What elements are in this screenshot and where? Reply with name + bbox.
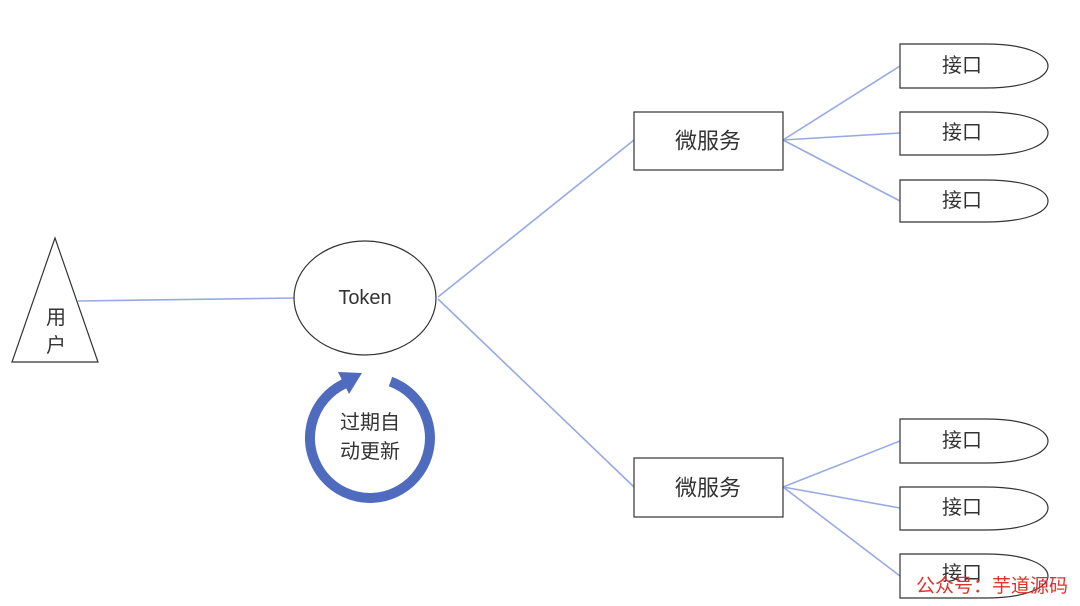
service-2-interfaces: 接口 接口 接口 — [899, 418, 1049, 599]
interface-shape — [899, 111, 1049, 156]
interface-shape — [899, 179, 1049, 223]
service-box-1 — [633, 111, 784, 171]
edge-user-token — [77, 297, 296, 302]
interface-node: 接口 — [899, 486, 1049, 531]
refresh-label-line-1: 过期自 — [340, 411, 400, 434]
interface-node: 接口 — [899, 111, 1049, 156]
service-label-1: 微服务 — [675, 129, 741, 154]
interface-shape — [899, 553, 1049, 599]
interface-shape — [899, 43, 1049, 89]
interface-node: 接口 — [899, 179, 1049, 223]
interface-shape — [899, 486, 1049, 531]
interface-node: 接口 — [899, 43, 1049, 89]
refresh-cycle-arrow-icon — [304, 376, 435, 503]
user-label-line-1: 用 — [46, 307, 66, 329]
edge-service-2-interface-3 — [782, 486, 901, 577]
edge-token-service-2 — [437, 298, 635, 488]
edge-service-2-interface-2 — [782, 486, 901, 509]
token-node: Token — [293, 240, 437, 356]
service-1-interfaces: 接口 接口 接口 — [899, 43, 1049, 223]
token-ellipse — [293, 240, 437, 356]
edge-service-1-interface-3 — [782, 139, 901, 202]
edge-service-1-interface-2 — [782, 132, 901, 141]
token-label: Token — [338, 287, 391, 309]
edge-service-2-interface-1 — [782, 440, 901, 488]
interface-node: 接口 — [899, 553, 1049, 599]
interface-label: 接口 — [942, 562, 982, 585]
interface-label: 接口 — [942, 429, 982, 452]
refresh-label-line-2: 动更新 — [340, 440, 400, 463]
edge-service-1-interface-1 — [782, 65, 901, 141]
interface-label: 接口 — [942, 496, 982, 519]
watermark-text: 公众号：芋道源码 — [916, 575, 1068, 597]
service-node-1: 微服务 — [633, 111, 784, 171]
user-label-line-2: 户 — [46, 334, 66, 357]
service-label-2: 微服务 — [675, 476, 741, 501]
interface-node: 接口 — [899, 418, 1049, 464]
service-box-2 — [633, 457, 784, 518]
service-node-2: 微服务 — [633, 457, 784, 518]
edges — [77, 65, 901, 577]
edge-token-service-1 — [437, 139, 635, 298]
interface-label: 接口 — [942, 54, 982, 77]
interface-shape — [899, 418, 1049, 464]
refresh-arrowhead-icon — [338, 372, 362, 394]
refresh-cycle: 过期自 动更新 — [304, 372, 435, 503]
user-triangle — [11, 236, 99, 363]
interface-label: 接口 — [942, 189, 982, 212]
user-node: 用 户 — [11, 236, 99, 363]
interface-label: 接口 — [942, 121, 982, 144]
